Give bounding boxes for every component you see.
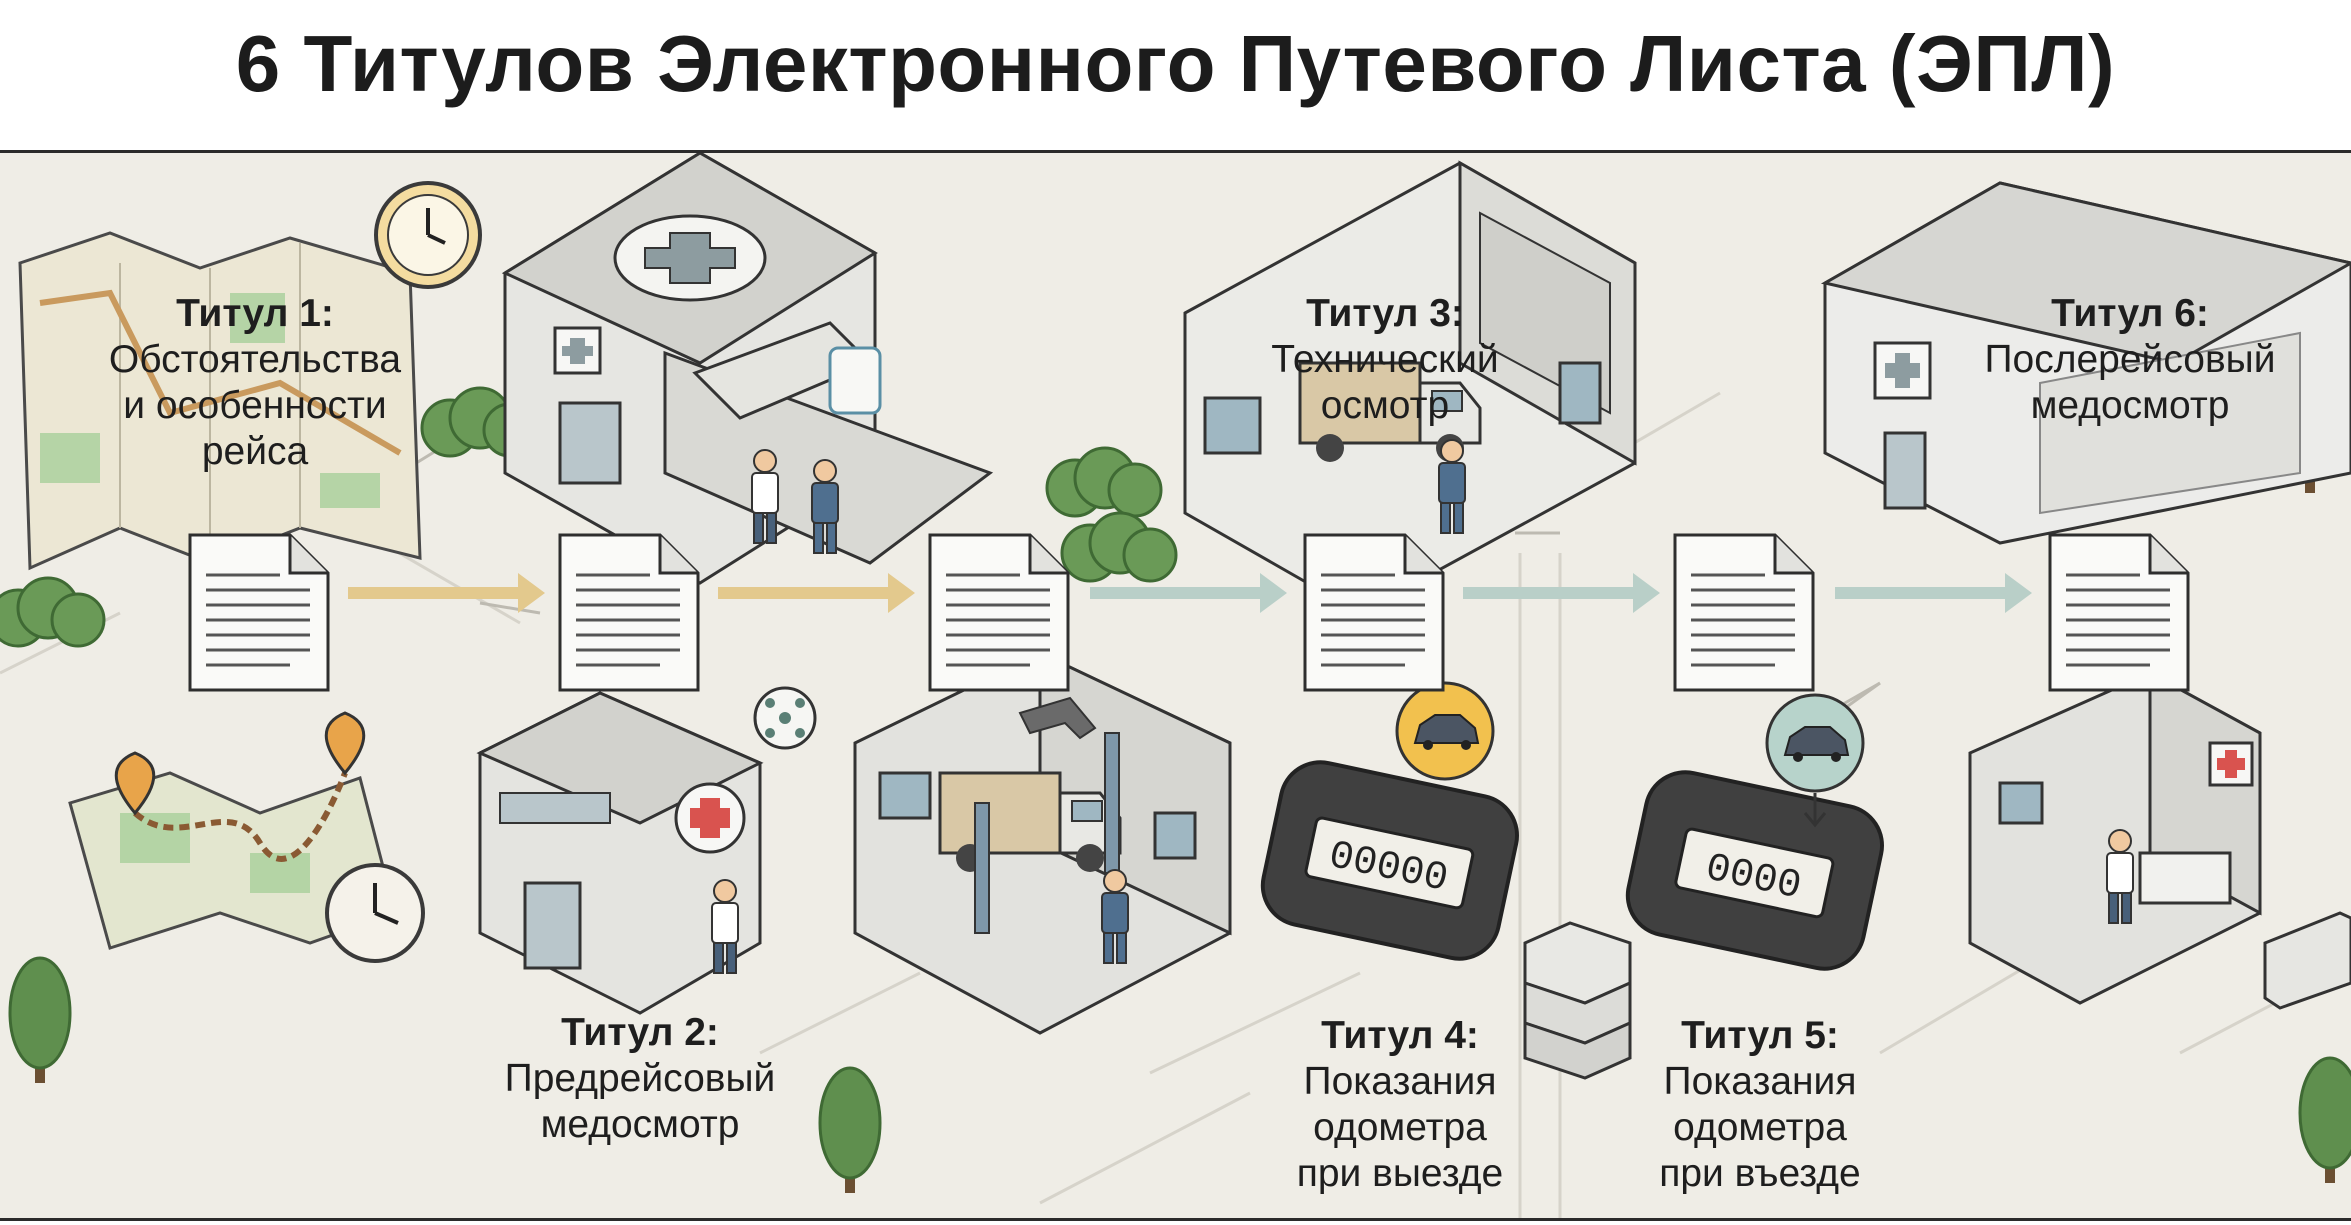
step-line: Показания	[1663, 1060, 1857, 1103]
step-label-t4: Титул 4: Показания одометра при выезде	[1240, 1013, 1560, 1197]
flow-arrow-3	[1090, 573, 1287, 613]
step-line: рейса	[201, 430, 309, 473]
step-label-t1: Титул 1: Обстоятельства и особенности ре…	[95, 291, 415, 475]
clock-icon	[374, 181, 482, 289]
page-title: 6 Титулов Электронного Путевого Листа (Э…	[235, 19, 2116, 108]
step-line: медосмотр	[2030, 384, 2230, 427]
step-label-t5: Титул 5: Показания одометра при въезде	[1600, 1013, 1920, 1197]
garage-building	[1183, 160, 1637, 615]
step-line: Технический	[1271, 338, 1499, 381]
step-title: Титул 5:	[1681, 1014, 1839, 1057]
document-icon-4	[1303, 533, 1445, 692]
flow-arrow-2	[718, 573, 915, 613]
step-title: Титул 3:	[1306, 292, 1464, 335]
step-line: при въезде	[1659, 1152, 1861, 1195]
car-icon-departure	[1395, 681, 1495, 781]
tree-icon	[8, 956, 72, 1085]
document-icon-5	[1673, 533, 1815, 692]
doctor-office	[1968, 670, 2262, 1005]
step-line: Предрейсовый	[504, 1057, 776, 1100]
document-icon-6	[2048, 533, 2190, 692]
step-line: Послерейсовый	[1984, 338, 2276, 381]
document-icon-2	[558, 533, 700, 692]
server-icon	[1523, 921, 1632, 1080]
odometer-icon-departure: 00000	[1260, 760, 1519, 961]
step-line: медосмотр	[540, 1103, 740, 1146]
flow-arrow-4	[1463, 573, 1660, 613]
wrench-icon	[1018, 696, 1097, 740]
step-line: одометра	[1313, 1106, 1487, 1149]
step-title: Титул 2:	[561, 1011, 719, 1054]
step-line: одометра	[1673, 1106, 1847, 1149]
step-title: Титул 4:	[1321, 1014, 1479, 1057]
step-line: Обстоятельства	[108, 338, 402, 381]
clinic-building	[501, 153, 994, 585]
step-line: Показания	[1303, 1060, 1497, 1103]
illustration: 00000 0000	[0, 153, 2351, 1218]
step-title: Титул 1:	[176, 292, 334, 335]
car-icon-arrival	[1765, 693, 1865, 828]
network-icon	[753, 686, 817, 750]
step-label-t6: Титул 6: Послерейсовый медосмотр	[1955, 291, 2305, 429]
clock-icon-2	[325, 863, 425, 963]
infographic-stage: 00000 0000	[0, 150, 2351, 1221]
map-icon	[18, 231, 422, 571]
step-title: Титул 6:	[2051, 292, 2209, 335]
odometer-icon-arrival: 0000	[1625, 770, 1884, 971]
flow-arrow-5	[1835, 573, 2032, 613]
step-line: осмотр	[1320, 384, 1450, 427]
step-line: и особенности	[123, 384, 387, 427]
post-trip-building	[1820, 181, 2351, 545]
document-icon-3	[928, 533, 1070, 692]
step-label-t2: Титул 2: Предрейсовый медосмотр	[480, 1010, 800, 1148]
server-icon-2	[2263, 911, 2351, 1010]
flow-arrow-1	[348, 573, 545, 613]
step-label-t3: Титул 3: Технический осмотр	[1225, 291, 1545, 429]
step-line: при выезде	[1296, 1152, 1504, 1195]
medical-cross-icon	[644, 232, 736, 284]
pre-trip-clinic	[476, 691, 764, 1015]
document-icon-1	[188, 533, 330, 692]
